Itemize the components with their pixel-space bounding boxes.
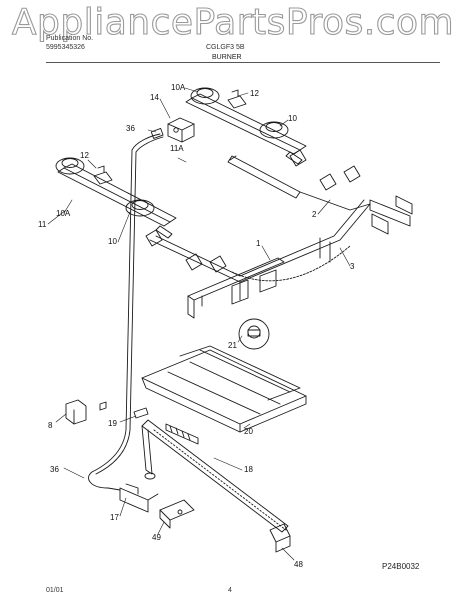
callout-12-front: 12 xyxy=(80,151,89,160)
callout-11A: 11A xyxy=(170,144,184,153)
callout-8: 8 xyxy=(48,421,53,430)
manifold-rod xyxy=(227,155,301,199)
callout-10-front: 10 xyxy=(108,237,117,246)
callout-20: 20 xyxy=(244,427,253,436)
footer-page-number: 4 xyxy=(228,587,232,594)
header-rule xyxy=(46,62,440,63)
model-number: CGLGF3 5B xyxy=(206,44,245,51)
callout-49: 49 xyxy=(152,533,161,542)
callout-labels: 10A 14 12 36 11A 10 12 10A 11 10 2 1 3 2… xyxy=(38,83,355,569)
callout-11: 11 xyxy=(38,220,47,229)
igniter-bracket-front xyxy=(93,165,113,185)
right-mounting-bracket xyxy=(319,195,413,263)
igniter-bracket-49 xyxy=(159,499,195,529)
callout-19: 19 xyxy=(108,419,117,428)
callout-3: 3 xyxy=(350,262,355,271)
nut-21 xyxy=(238,318,270,350)
callout-12-rear: 12 xyxy=(250,89,259,98)
flex-gas-line xyxy=(231,245,351,282)
igniter-bracket-rear xyxy=(227,89,247,109)
callout-36-upper: 36 xyxy=(126,124,135,133)
callout-48: 48 xyxy=(294,560,303,569)
callout-1: 1 xyxy=(256,239,261,248)
igniter-block xyxy=(167,117,195,143)
watermark-logo-text: AppliancePartsPros.com xyxy=(11,1,455,43)
callout-17: 17 xyxy=(110,513,119,522)
rear-burner-tube xyxy=(185,87,307,165)
lower-mounting-bracket xyxy=(187,257,285,319)
callout-36-lower: 36 xyxy=(50,465,59,474)
igniter-wire xyxy=(88,128,164,491)
bake-burner-tube xyxy=(141,419,289,533)
callout-10A-rear: 10A xyxy=(171,83,186,92)
gas-manifold-pipe xyxy=(149,191,371,301)
section-title: BURNER xyxy=(212,54,242,61)
callout-14: 14 xyxy=(150,93,159,102)
bake-igniter xyxy=(119,483,159,513)
burner-heat-shield xyxy=(141,345,307,433)
ignitor-module xyxy=(65,399,107,425)
callout-2: 2 xyxy=(312,210,317,219)
drawing-code: P24B0032 xyxy=(382,562,420,571)
bake-burner-bracket-48 xyxy=(269,523,291,553)
callout-10A-front: 10A xyxy=(56,209,71,218)
callout-21: 21 xyxy=(228,341,237,350)
orifice-fittings xyxy=(145,149,361,273)
publication-label: Publication No. xyxy=(46,35,94,42)
callout-10-rear: 10 xyxy=(288,114,297,123)
igniter-clip xyxy=(133,407,149,419)
callout-18: 18 xyxy=(244,465,253,474)
footer-date: 01/01 xyxy=(46,587,64,594)
front-burner-tube xyxy=(55,157,177,239)
publication-number: 5995345326 xyxy=(46,44,85,51)
leader-lines xyxy=(47,87,351,561)
